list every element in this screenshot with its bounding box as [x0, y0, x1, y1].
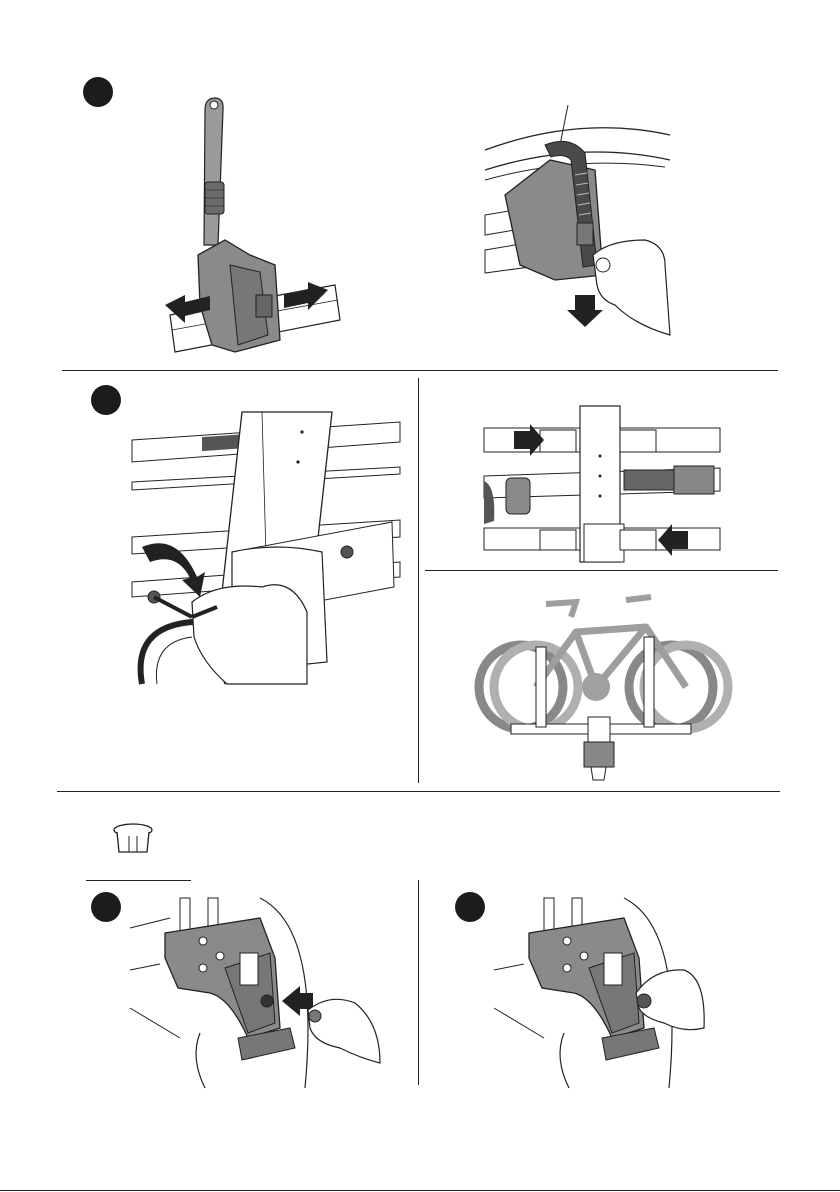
tray-spacing-illustration — [484, 406, 720, 562]
footer-rule — [0, 1190, 840, 1191]
cap-seated-illustration — [494, 898, 714, 1088]
step-marker-2 — [91, 385, 121, 415]
step-marker-3 — [91, 892, 121, 922]
divider-middle — [57, 791, 780, 792]
insert-cap-illustration — [130, 898, 385, 1088]
divider-top — [62, 370, 778, 371]
label-underline — [86, 880, 191, 881]
cradle-slide-illustration — [160, 90, 350, 360]
strap-tighten-illustration — [485, 105, 675, 345]
divider-bottom-vertical — [418, 880, 419, 1085]
allen-key-adjust-illustration — [132, 412, 400, 684]
step-marker-4 — [455, 892, 485, 922]
divider-middle-vertical — [418, 378, 419, 783]
divider-middle-right — [425, 570, 778, 571]
step-marker-1 — [83, 77, 113, 107]
bikes-loaded-illustration — [476, 592, 726, 782]
end-cap-icon — [111, 822, 155, 856]
